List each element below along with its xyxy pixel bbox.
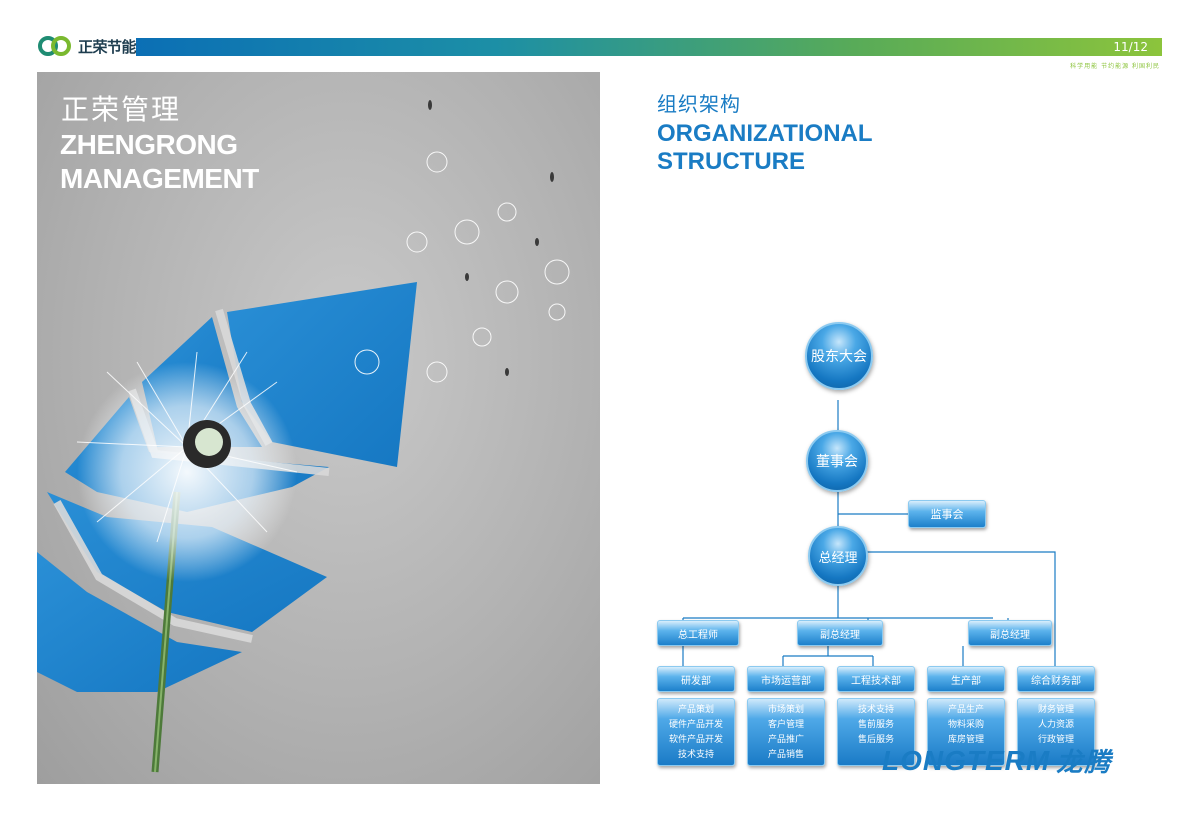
org-connector-lines	[682, 400, 1056, 674]
logo-text: 正荣节能	[78, 37, 137, 56]
duty-item: 人力资源	[1037, 720, 1074, 730]
duty-list-engineering: 技术支持 售前服务 售后服务	[837, 698, 915, 766]
duty-list-market: 市场策划 客户管理 产品推广 产品销售	[747, 698, 825, 766]
duty-item: 市场策划	[767, 705, 804, 715]
page-number: 11/12	[1113, 40, 1148, 54]
watermark-brand-en: LONGTERM	[882, 744, 1051, 776]
duty-item: 售后服务	[857, 735, 894, 745]
panel-title-cn: 正荣管理	[61, 93, 182, 126]
duty-list-rd: 产品策划 硬件产品开发 软件产品开发 技术支持	[657, 698, 735, 766]
node-deputy-gm-1: 副总经理	[797, 620, 883, 646]
duty-item: 技术支持	[677, 750, 714, 760]
node-deputy-gm-2: 副总经理	[968, 620, 1052, 646]
duty-item: 售前服务	[857, 720, 894, 730]
node-dept-market: 市场运营部	[747, 666, 825, 692]
header-gradient-bar	[136, 38, 1162, 56]
duty-list-finance: 财务管理 人力资源 行政管理	[1017, 698, 1095, 766]
dandelion-photo-panel: 正荣管理 ZHENGRONG MANAGEMENT	[37, 72, 600, 784]
duty-item: 技术支持	[857, 705, 894, 715]
duty-item: 硬件产品开发	[668, 720, 723, 730]
duty-item: 产品推广	[767, 735, 804, 745]
duty-item: 行政管理	[1037, 735, 1074, 745]
logo-rings-icon	[38, 34, 74, 58]
header-slogan: 科学用能 节约能源 利国利民	[1070, 63, 1160, 70]
dandelion-illustration	[37, 100, 570, 773]
duty-item: 物料采购	[947, 720, 984, 730]
node-dept-rd: 研发部	[657, 666, 735, 692]
duty-item: 客户管理	[767, 720, 804, 730]
duty-item: 软件产品开发	[668, 735, 723, 745]
node-board: 董事会	[806, 430, 868, 492]
node-chief-engineer: 总工程师	[657, 620, 739, 646]
node-supervisors: 监事会	[908, 500, 986, 528]
node-dept-engineering: 工程技术部	[837, 666, 915, 692]
node-dept-finance: 综合财务部	[1017, 666, 1095, 692]
duty-item: 财务管理	[1037, 705, 1074, 715]
node-dept-production: 生产部	[927, 666, 1005, 692]
watermark-brand-cn: 龙腾	[1056, 748, 1113, 778]
duty-item: 库房管理	[947, 735, 984, 745]
node-shareholders: 股东大会	[805, 322, 873, 390]
section-title-cn: 组织架构	[657, 92, 741, 116]
duty-item: 产品销售	[767, 750, 804, 760]
duty-item: 产品生产	[947, 705, 984, 715]
duty-item: 产品策划	[677, 705, 714, 715]
org-chart: 股东大会 董事会 监事会 总经理 总工程师 副总经理 副总经理 研发部 市场运营…	[640, 300, 1100, 780]
panel-title-en: ZHENGRONG MANAGEMENT	[60, 129, 259, 194]
brand-logo: 正荣节能	[38, 34, 137, 58]
longterm-watermark: LONGTERM 龙腾	[882, 742, 1112, 779]
duty-list-production: 产品生产 物料采购 库房管理	[927, 698, 1005, 766]
node-general-manager: 总经理	[808, 526, 868, 586]
page-header: 正荣节能 11/12 科学用能 节约能源 利国利民	[0, 0, 1200, 70]
section-title-en: ORGANIZATIONAL STRUCTURE	[657, 120, 873, 175]
